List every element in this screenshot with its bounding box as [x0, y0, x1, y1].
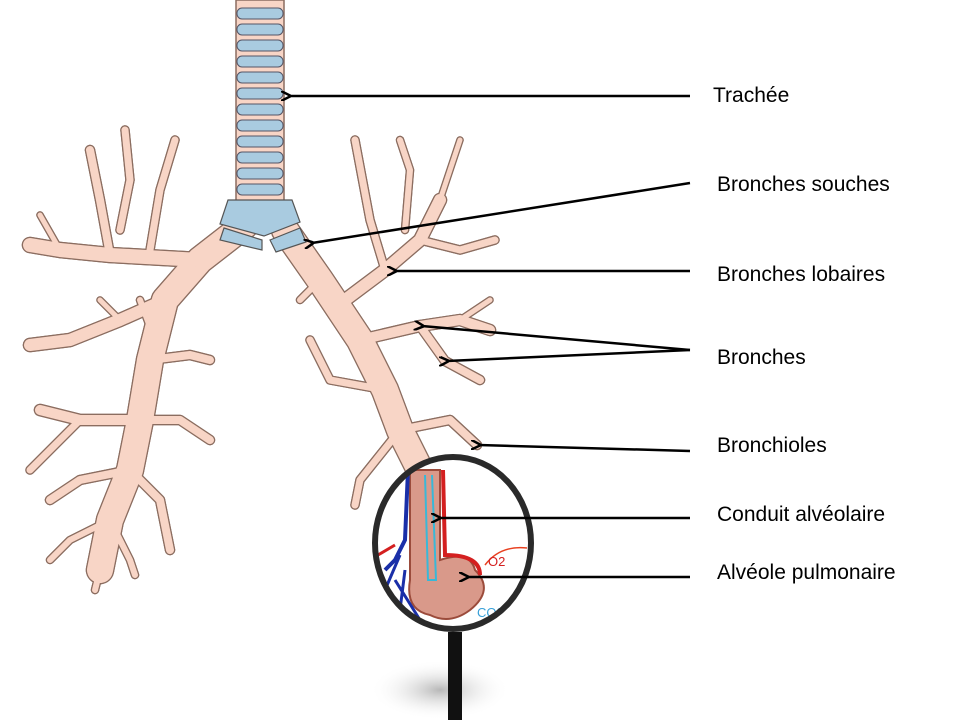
- trachea: [219, 0, 307, 253]
- label-bronches: Bronches: [717, 346, 806, 369]
- cartilage-ring: [236, 167, 284, 180]
- arrow-bronchioles: [479, 445, 691, 453]
- label-trachee: Trachée: [713, 84, 790, 107]
- cartilage-ring: [236, 39, 284, 52]
- magnifier: O2 CO2: [370, 454, 534, 720]
- cartilage-ring: [236, 7, 284, 20]
- cartilage-ring: [236, 119, 284, 132]
- arrow-bronches-souches: [312, 181, 691, 243]
- pointer-arrows: [289, 96, 691, 577]
- cartilage-ring: [236, 55, 284, 68]
- label-bronches-souches: Bronches souches: [717, 173, 890, 196]
- cartilage-ring: [236, 183, 284, 196]
- label-bronchioles: Bronchioles: [717, 434, 827, 457]
- label-alveole-pulmonaire: Alvéole pulmonaire: [717, 561, 896, 584]
- cartilage-ring: [236, 151, 284, 164]
- cartilage-ring: [236, 103, 284, 116]
- cartilage-ring: [236, 23, 284, 36]
- cartilage-ring: [236, 135, 284, 148]
- arrow-bronches-1: [422, 326, 691, 352]
- cartilage-ring: [236, 71, 284, 84]
- arrow-bronches-2: [447, 348, 691, 361]
- cartilage-ring: [236, 87, 284, 100]
- o2-label: O2: [488, 554, 505, 569]
- label-conduit-alveolaire: Conduit alvéolaire: [717, 503, 886, 526]
- label-bronches-lobaires: Bronches lobaires: [717, 263, 886, 286]
